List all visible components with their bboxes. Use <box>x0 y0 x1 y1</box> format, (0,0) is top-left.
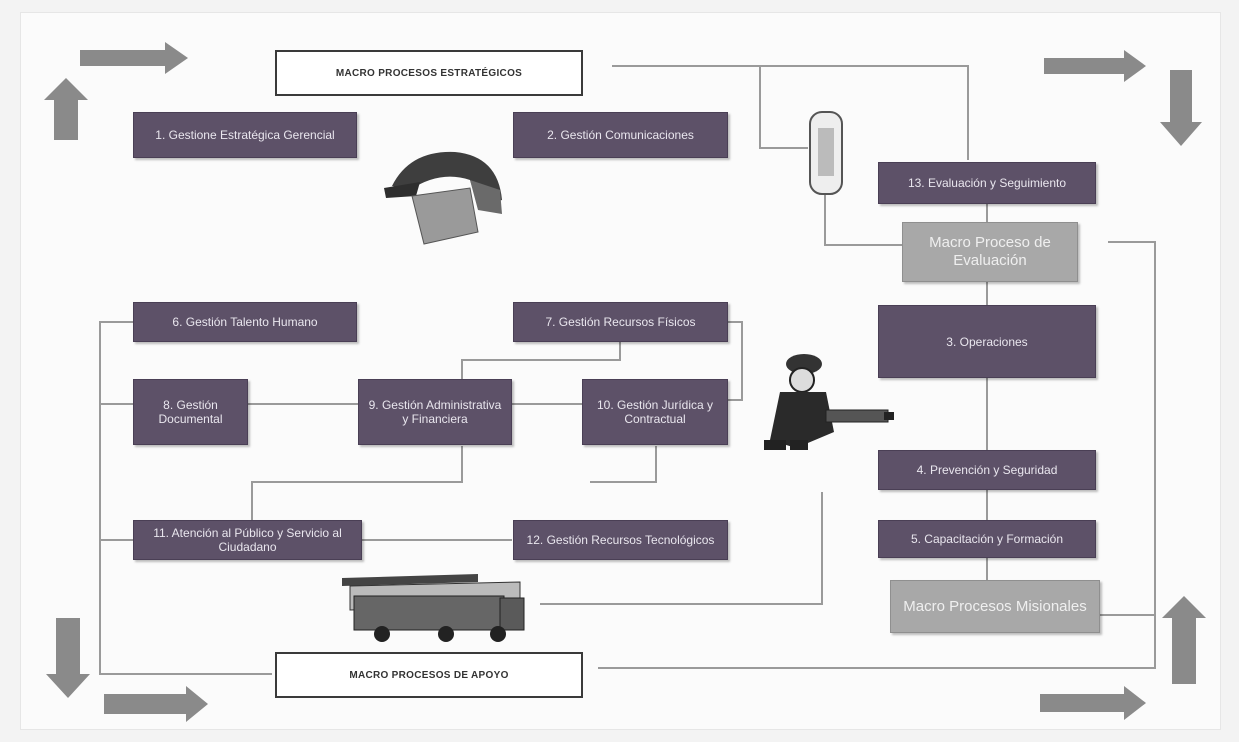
process-box-3: 3. Operaciones <box>878 305 1096 378</box>
fire-truck-icon <box>342 574 525 642</box>
support-macro-header: MACRO PROCESOS DE APOYO <box>275 652 583 698</box>
process-box-10: 10. Gestión Jurídica y Contractual <box>582 379 728 445</box>
arrow-right-icon <box>80 42 188 74</box>
firefighter-with-hose-icon <box>764 354 894 450</box>
connector-line <box>824 195 902 246</box>
arrow-right-icon <box>1040 686 1146 720</box>
arrow-down-icon <box>1160 70 1202 146</box>
connector-line <box>598 615 1156 669</box>
process-box-13: 13. Evaluación y Seguimiento <box>878 162 1096 204</box>
connector-line <box>759 66 808 149</box>
process-box-8: 8. Gestión Documental <box>133 379 248 445</box>
process-box-6: 6. Gestión Talento Humano <box>133 302 357 342</box>
arrow-right-icon <box>1044 50 1146 82</box>
process-box-7: 7. Gestión Recursos Físicos <box>513 302 728 342</box>
fire-extinguisher-icon <box>809 111 843 195</box>
connector-line <box>251 446 463 520</box>
connector-line <box>1100 241 1156 616</box>
process-box-4: 4. Prevención y Seguridad <box>878 450 1096 490</box>
firefighter-helmet-icon <box>384 151 502 245</box>
arrow-right-icon <box>104 686 208 722</box>
process-box-12: 12. Gestión Recursos Tecnológicos <box>513 520 728 560</box>
macro-evaluation-box: Macro Proceso de Evaluación <box>902 222 1078 282</box>
process-box-1: 1. Gestione Estratégica Gerencial <box>133 112 357 158</box>
connector-line <box>590 446 657 483</box>
process-box-9: 9. Gestión Administrativa y Financiera <box>358 379 512 445</box>
arrow-down-icon <box>46 618 90 698</box>
arrow-up-icon <box>1162 596 1206 684</box>
strategic-macro-header: MACRO PROCESOS ESTRATÉGICOS <box>275 50 583 96</box>
connector-line <box>728 321 743 401</box>
arrow-up-icon <box>44 78 88 140</box>
connector-line <box>540 492 823 605</box>
process-box-11: 11. Atención al Público y Servicio al Ci… <box>133 520 362 560</box>
connector-line <box>612 65 969 160</box>
connector-line <box>99 321 272 675</box>
process-box-5: 5. Capacitación y Formación <box>878 520 1096 558</box>
macro-missional-box: Macro Procesos Misionales <box>890 580 1100 633</box>
process-box-2: 2. Gestión Comunicaciones <box>513 112 728 158</box>
